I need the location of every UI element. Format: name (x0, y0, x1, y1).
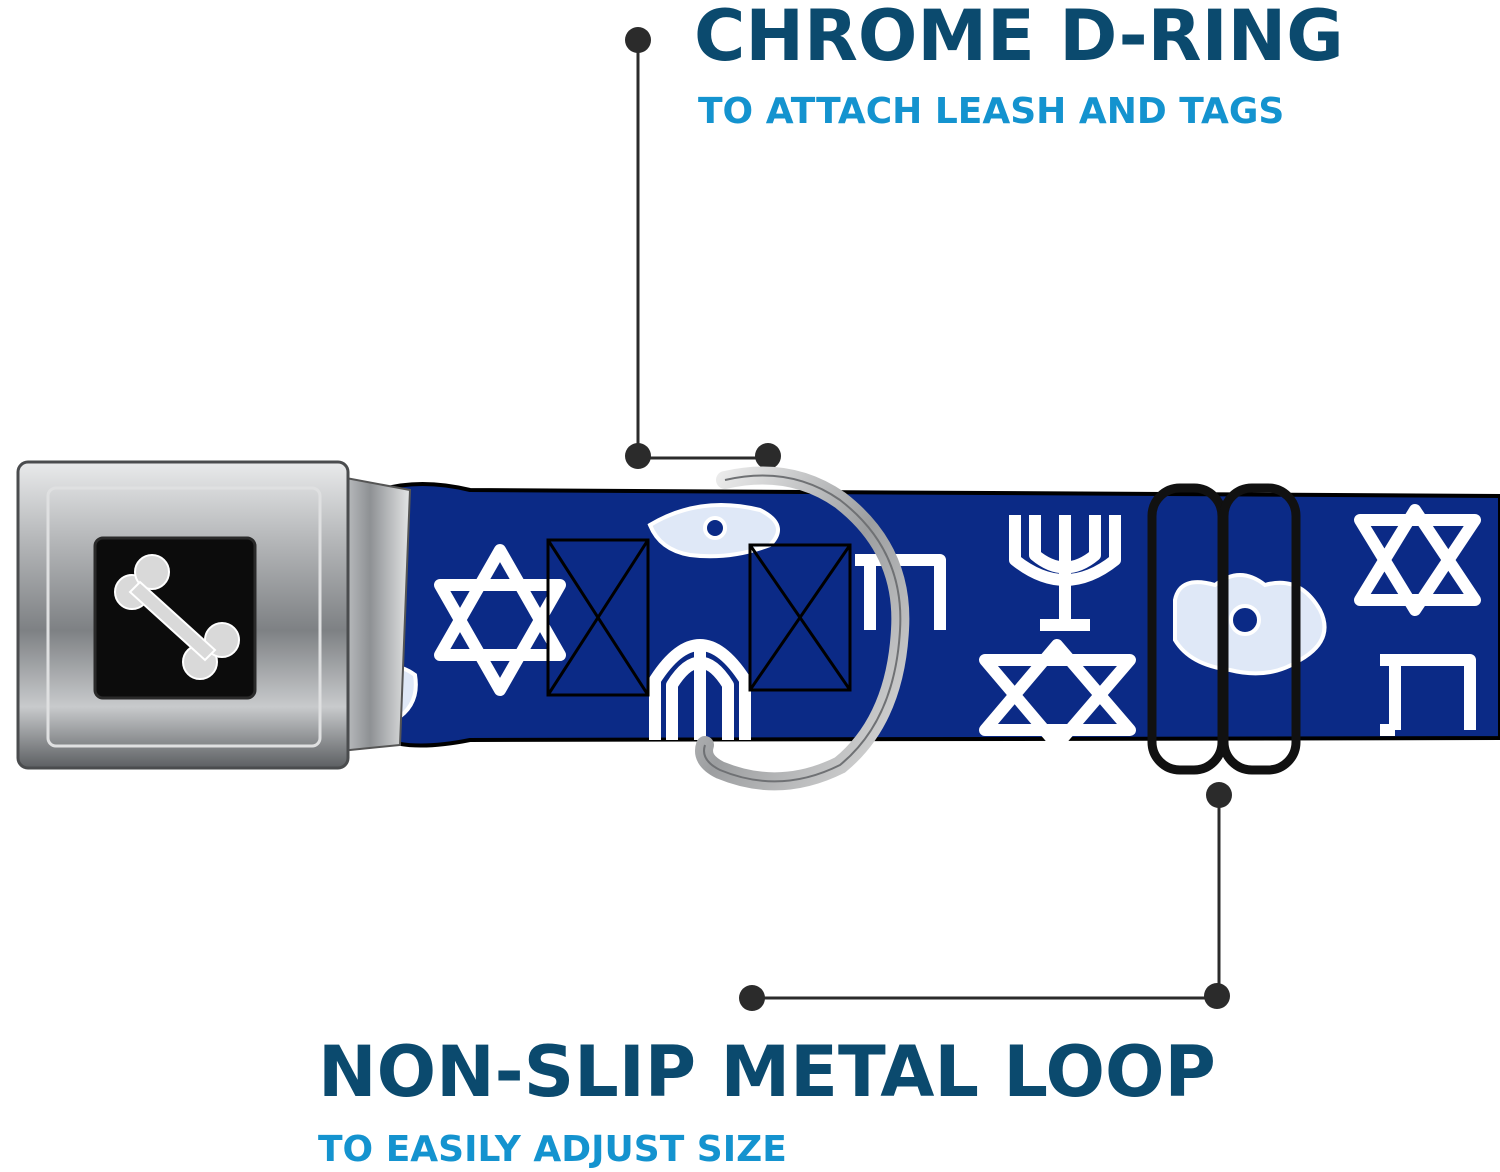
menorah-icon (1009, 515, 1121, 631)
d-ring-title: CHROME D-RING (694, 0, 1344, 77)
bottom-leader-line (739, 782, 1232, 1011)
metal-loop-subtitle: TO EASILY ADJUST SIZE (318, 1129, 787, 1170)
d-ring-subtitle: TO ATTACH LEASH AND TAGS (698, 91, 1285, 132)
chrome-d-ring (695, 466, 910, 791)
bone-icon (114, 554, 240, 680)
hamsa-icon (1173, 573, 1327, 676)
metal-loop-title: NON-SLIP METAL LOOP (318, 1031, 1216, 1113)
strap-stitching (546, 538, 852, 697)
top-leader-line (625, 27, 781, 469)
star-of-david-icon (1354, 504, 1481, 616)
star-of-david-icon (979, 639, 1136, 751)
seatbelt-buckle (16, 460, 412, 770)
menorah-icon (649, 639, 751, 740)
hamsa-pattern (368, 503, 1327, 723)
strap-pattern (379, 504, 1481, 751)
metal-loop (1147, 483, 1301, 775)
chai-icon (1380, 654, 1476, 736)
star-of-david-icon (434, 544, 566, 696)
